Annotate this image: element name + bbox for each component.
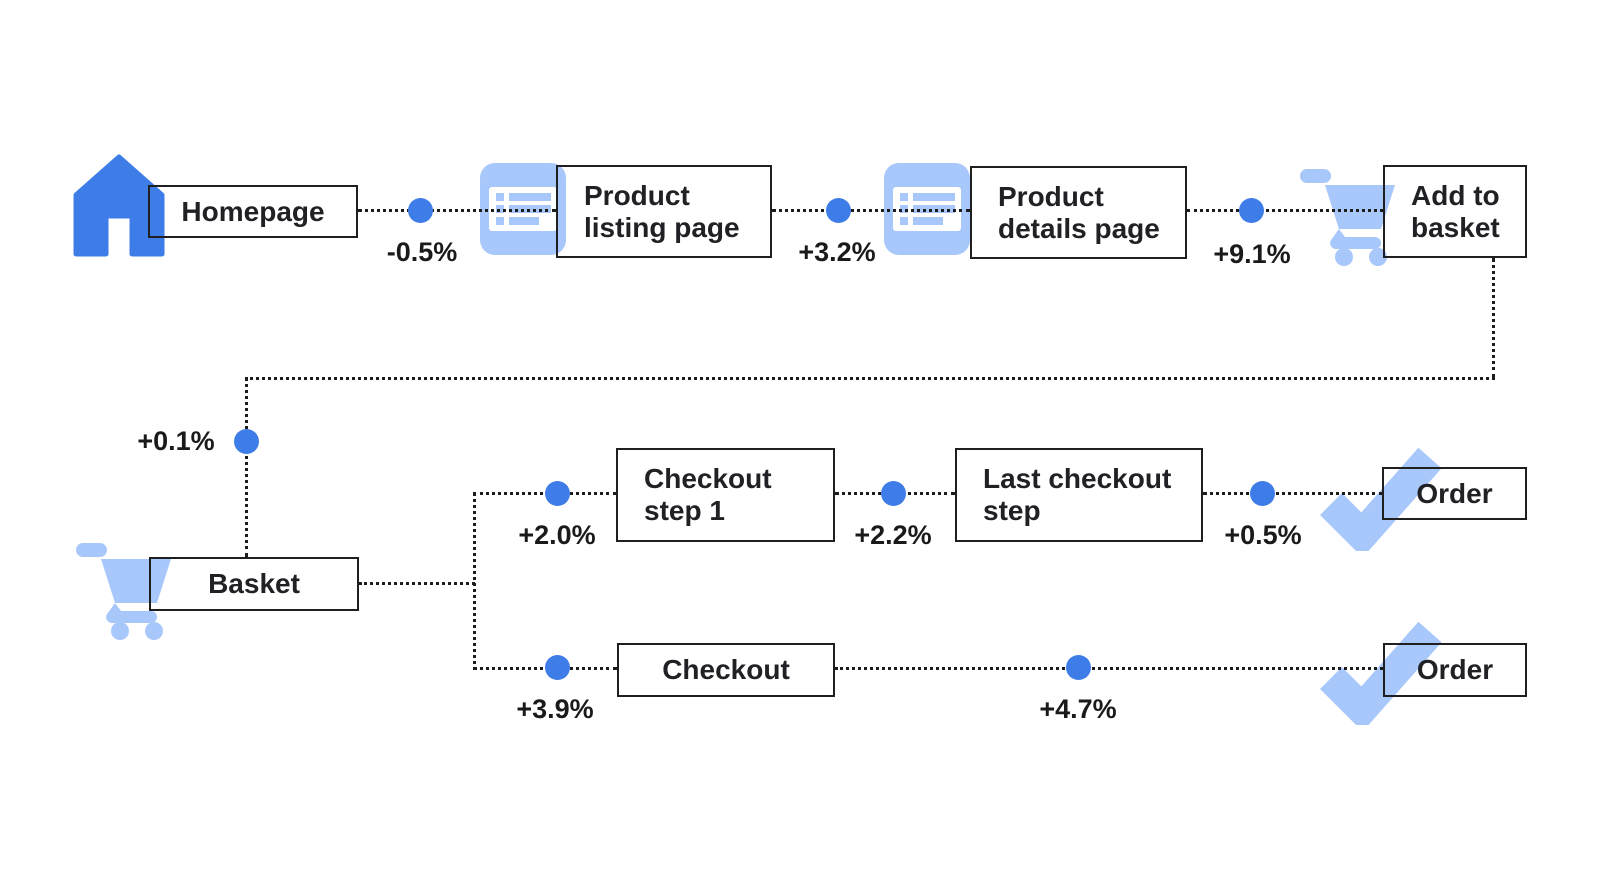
connector-line (245, 377, 1495, 380)
connector-line (1492, 258, 1495, 378)
node-label: Product details page (998, 180, 1160, 244)
check-icon (1316, 443, 1444, 551)
home-icon (73, 153, 165, 257)
connector-line (835, 667, 1383, 670)
node-label: Add to basket (1411, 179, 1500, 243)
node-label: Order (1416, 477, 1493, 509)
edge-delta-label: +9.1% (1213, 239, 1291, 269)
edge-delta-label: +3.9% (516, 694, 594, 724)
connector-line (359, 582, 475, 585)
transition-dot (234, 429, 259, 454)
node-label: Checkout (662, 654, 790, 685)
node-label: Basket (208, 568, 300, 599)
node-order-bottom: Order (1383, 643, 1527, 697)
transition-dot (545, 481, 570, 506)
edge-delta-label: +2.0% (518, 520, 596, 550)
node-checkout-step-1: Checkout step 1 (616, 448, 835, 542)
node-add-to-basket: Add to basket (1383, 165, 1527, 258)
transition-dot (545, 655, 570, 680)
edge-delta-label: +0.5% (1224, 520, 1302, 550)
node-checkout: Checkout (617, 643, 835, 697)
edge-delta-label: +4.7% (1039, 694, 1117, 724)
node-label: Last checkout step (983, 463, 1172, 526)
node-label: Homepage (181, 195, 325, 227)
cart-icon (1298, 162, 1400, 266)
transition-dot (826, 198, 851, 223)
transition-dot (881, 481, 906, 506)
connector-line (1187, 209, 1383, 212)
cart-icon (74, 536, 176, 640)
node-last-checkout-step: Last checkout step (955, 448, 1203, 542)
node-product-details-page: Product details page (970, 166, 1187, 259)
edge-delta-label: +0.1% (137, 426, 215, 456)
connector-line (358, 209, 556, 212)
node-order-top: Order (1382, 467, 1527, 520)
node-basket: Basket (149, 557, 359, 611)
transition-dot (1066, 655, 1091, 680)
node-homepage: Homepage (148, 185, 358, 238)
node-label: Product listing page (584, 179, 740, 243)
connector-line (245, 377, 248, 557)
transition-dot (1250, 481, 1275, 506)
node-product-listing-page: Product listing page (556, 165, 772, 258)
transition-dot (408, 198, 433, 223)
transition-dot (1239, 198, 1264, 223)
edge-delta-label: -0.5% (386, 237, 458, 267)
connector-line (772, 209, 970, 212)
node-label: Checkout step 1 (644, 463, 772, 526)
connector-line (1203, 492, 1383, 495)
edge-delta-label: +2.2% (854, 520, 932, 550)
edge-delta-label: +3.2% (798, 237, 876, 267)
connector-line (473, 493, 476, 670)
check-icon (1316, 617, 1444, 725)
node-label: Order (1416, 654, 1494, 685)
connector-line (473, 492, 616, 495)
